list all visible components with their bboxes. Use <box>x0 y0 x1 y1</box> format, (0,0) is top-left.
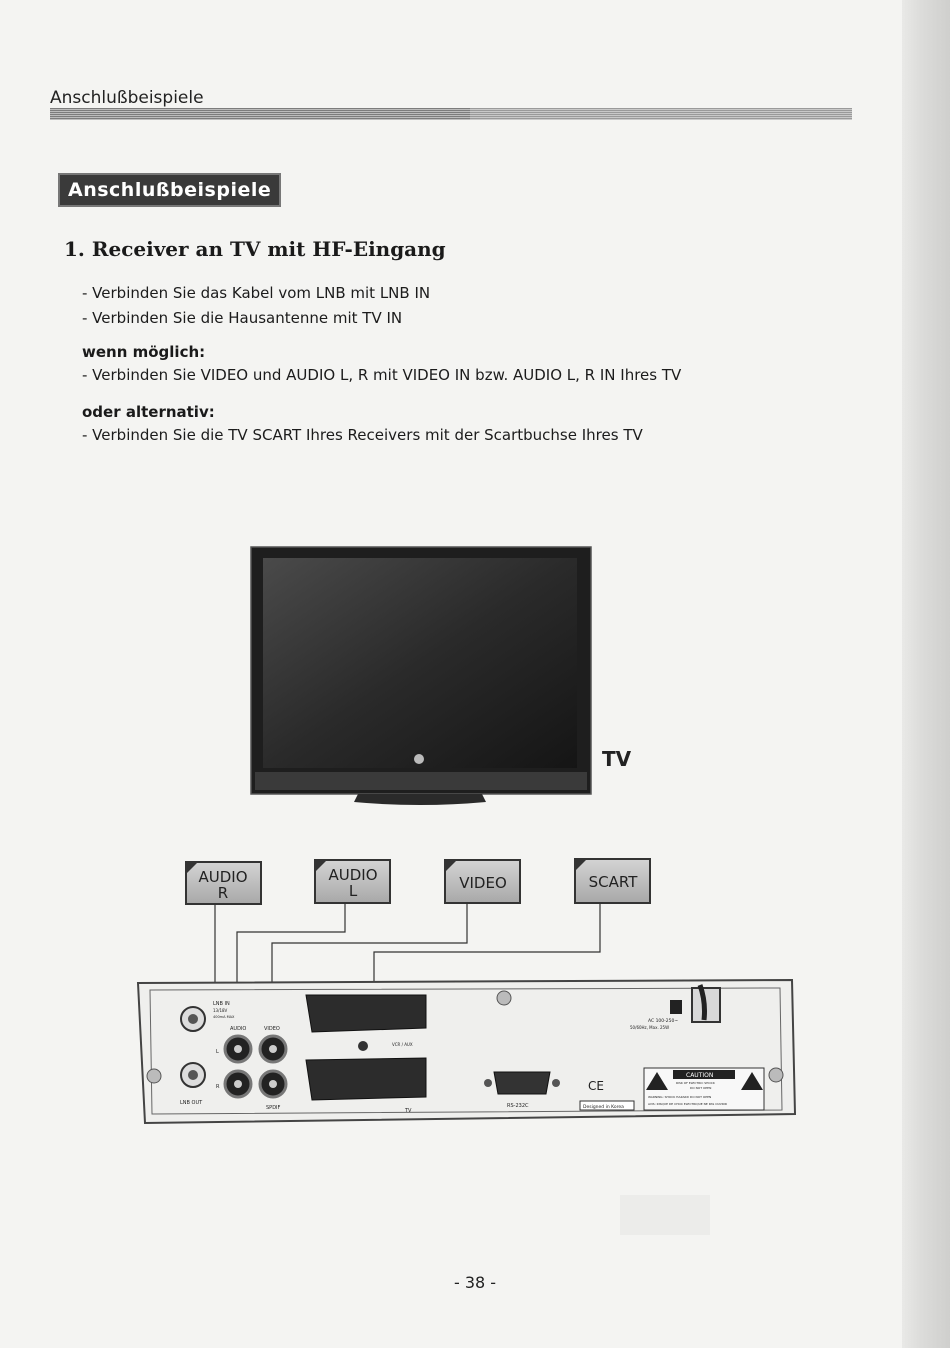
panel-tv-label: TV <box>404 1108 412 1114</box>
page-number: - 38 - <box>453 1273 497 1292</box>
instruction-line-antenna: - Verbinden Sie die Hausantenne mit TV I… <box>82 309 403 327</box>
alternative-line: - Verbinden Sie die TV SCART Ihres Recei… <box>82 426 643 444</box>
panel-caution-text1: RISK OF ELECTRIC SHOCK <box>676 1081 716 1085</box>
badge-audio-l-line2: L <box>349 882 358 900</box>
if-possible-heading: wenn möglich: <box>82 343 206 361</box>
panel-l-label: L <box>216 1049 219 1055</box>
connector-badge-scart: SCART <box>574 858 651 904</box>
rs232c-port <box>493 1071 551 1095</box>
instruction-line-lnb: - Verbinden Sie das Kabel vom LNB mit LN… <box>82 284 431 302</box>
panel-ac-power2-label: 50/60Hz, Max. 25W <box>630 1025 669 1030</box>
connector-badge-audio-l: AUDIO L <box>314 859 391 904</box>
badge-audio-r-line2: R <box>218 884 228 902</box>
panel-caution-text2: DO NOT OPEN <box>690 1086 711 1090</box>
panel-rs232c-label: RS-232C <box>507 1103 529 1109</box>
scart-tv <box>305 1057 427 1101</box>
panel-designed-in-label: Designed in Korea <box>583 1104 624 1110</box>
panel-r-label: R <box>216 1084 220 1090</box>
panel-warning-text: WARNING: SHOCK HAZARD DO NOT OPEN <box>648 1095 711 1099</box>
power-switch <box>670 1000 682 1014</box>
panel-ac-power-label: AC 100-250~ <box>648 1018 678 1024</box>
tv-power-led <box>414 754 424 764</box>
panel-lnb-in-label: LNB IN <box>213 1001 230 1007</box>
panel-lnb-in-spec: 13/18V <box>213 1008 228 1013</box>
panel-lnb-out-label: LNB OUT <box>180 1100 203 1106</box>
header-rule <box>50 108 852 120</box>
badge-audio-r-line1: AUDIO <box>198 868 247 886</box>
panel-caution-label: CAUTION <box>686 1072 713 1079</box>
scan-artifact <box>620 1195 710 1235</box>
panel-lnb-in-spec2: 400mA MAX <box>213 1015 235 1019</box>
panel-spdif-label: SPDIF <box>266 1105 281 1111</box>
connector-badge-video: VIDEO <box>444 859 521 904</box>
badge-audio-l-line1: AUDIO <box>328 866 377 884</box>
page-edge <box>902 0 950 1348</box>
tv-illustration <box>250 546 592 805</box>
tv-label: TV <box>602 747 632 771</box>
warning-triangle-icon <box>741 1072 763 1090</box>
section-subtitle: 1. Receiver an TV mit HF-Eingang <box>64 237 446 261</box>
ce-mark: CE <box>588 1079 604 1093</box>
panel-video-label: VIDEO <box>264 1026 280 1032</box>
alternative-heading: oder alternativ: <box>82 403 215 421</box>
connector-badge-audio-r: AUDIO R <box>185 861 262 905</box>
warning-triangle-icon <box>646 1072 668 1090</box>
if-possible-line: - Verbinden Sie VIDEO und AUDIO L, R mit… <box>82 366 682 384</box>
panel-audio-label: AUDIO <box>230 1026 246 1032</box>
panel-avis-text: AVIS: RISQUE DE CHOC ELECTRIQUE NE PAS O… <box>648 1102 727 1106</box>
receiver-back-panel <box>136 978 797 1125</box>
section-badge: Anschlußbeispiele <box>60 175 280 205</box>
badge-video-label: VIDEO <box>459 874 507 892</box>
page-header-title: Anschlußbeispiele <box>50 88 204 108</box>
badge-scart-label: SCART <box>589 873 639 891</box>
panel-vcr-aux-label: VCR / AUX <box>392 1042 413 1047</box>
scart-vcr-aux <box>305 994 427 1033</box>
